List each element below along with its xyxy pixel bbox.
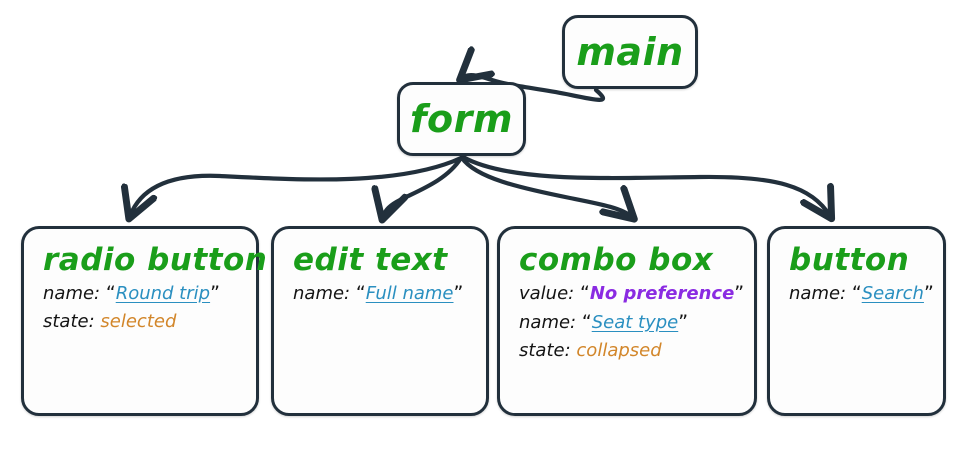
property-row-name: name: “Seat type”: [519, 313, 738, 332]
edge-form-to-combo-box: [459, 155, 632, 217]
node-form-role: form: [410, 97, 513, 141]
open-quote: “: [581, 311, 592, 333]
property-row-name: name: “Full name”: [293, 284, 470, 303]
open-quote: “: [579, 282, 590, 304]
property-key: name:: [43, 283, 101, 304]
edge-form-to-button: [460, 154, 830, 216]
close-quote: ”: [678, 311, 689, 333]
property-value-state: collapsed: [576, 340, 662, 361]
property-key: state:: [519, 340, 571, 361]
edge-form-to-radio-button: [130, 155, 464, 216]
open-quote: “: [851, 282, 862, 304]
node-combo-box[interactable]: combo box value: “No preference” name: “…: [497, 226, 757, 416]
property-value-name: Search: [861, 283, 924, 304]
property-value-name: Full name: [365, 283, 454, 304]
property-key: value:: [519, 283, 575, 304]
node-main[interactable]: main: [562, 15, 698, 89]
property-row-value: value: “No preference”: [519, 282, 744, 304]
property-row-state: state: selected: [43, 313, 240, 331]
close-quote: ”: [210, 282, 220, 304]
property-key: state:: [43, 311, 95, 332]
node-radio-button[interactable]: radio button name: “Round trip” state: s…: [21, 226, 268, 416]
property-value-name: Round trip: [115, 283, 211, 304]
node-edit-text[interactable]: edit text name: “Full name”: [271, 226, 489, 416]
node-radio-button-role: radio button: [43, 242, 268, 278]
node-button[interactable]: button name: “Search”: [767, 226, 946, 416]
property-key: name:: [519, 312, 577, 333]
node-combo-box-role: combo box: [519, 242, 714, 278]
property-key: name:: [789, 283, 847, 304]
open-quote: “: [355, 282, 366, 304]
node-form[interactable]: form: [397, 82, 526, 156]
edge-form-to-edit-text: [383, 155, 464, 217]
close-quote: ”: [453, 282, 464, 304]
property-key: name:: [293, 283, 351, 304]
property-value-state: selected: [100, 311, 177, 332]
node-button-role: button: [789, 242, 910, 278]
property-value-value: No preference: [589, 283, 735, 304]
open-quote: “: [105, 282, 116, 304]
property-row-name: name: “Search”: [789, 282, 934, 304]
node-main-role: main: [576, 30, 684, 74]
node-edit-text-role: edit text: [293, 242, 448, 278]
close-quote: ”: [923, 282, 934, 304]
property-row-state: state: collapsed: [519, 342, 738, 360]
close-quote: ”: [734, 282, 745, 304]
property-value-name: Seat type: [591, 312, 679, 333]
property-row-name: name: “Round trip”: [43, 284, 240, 303]
